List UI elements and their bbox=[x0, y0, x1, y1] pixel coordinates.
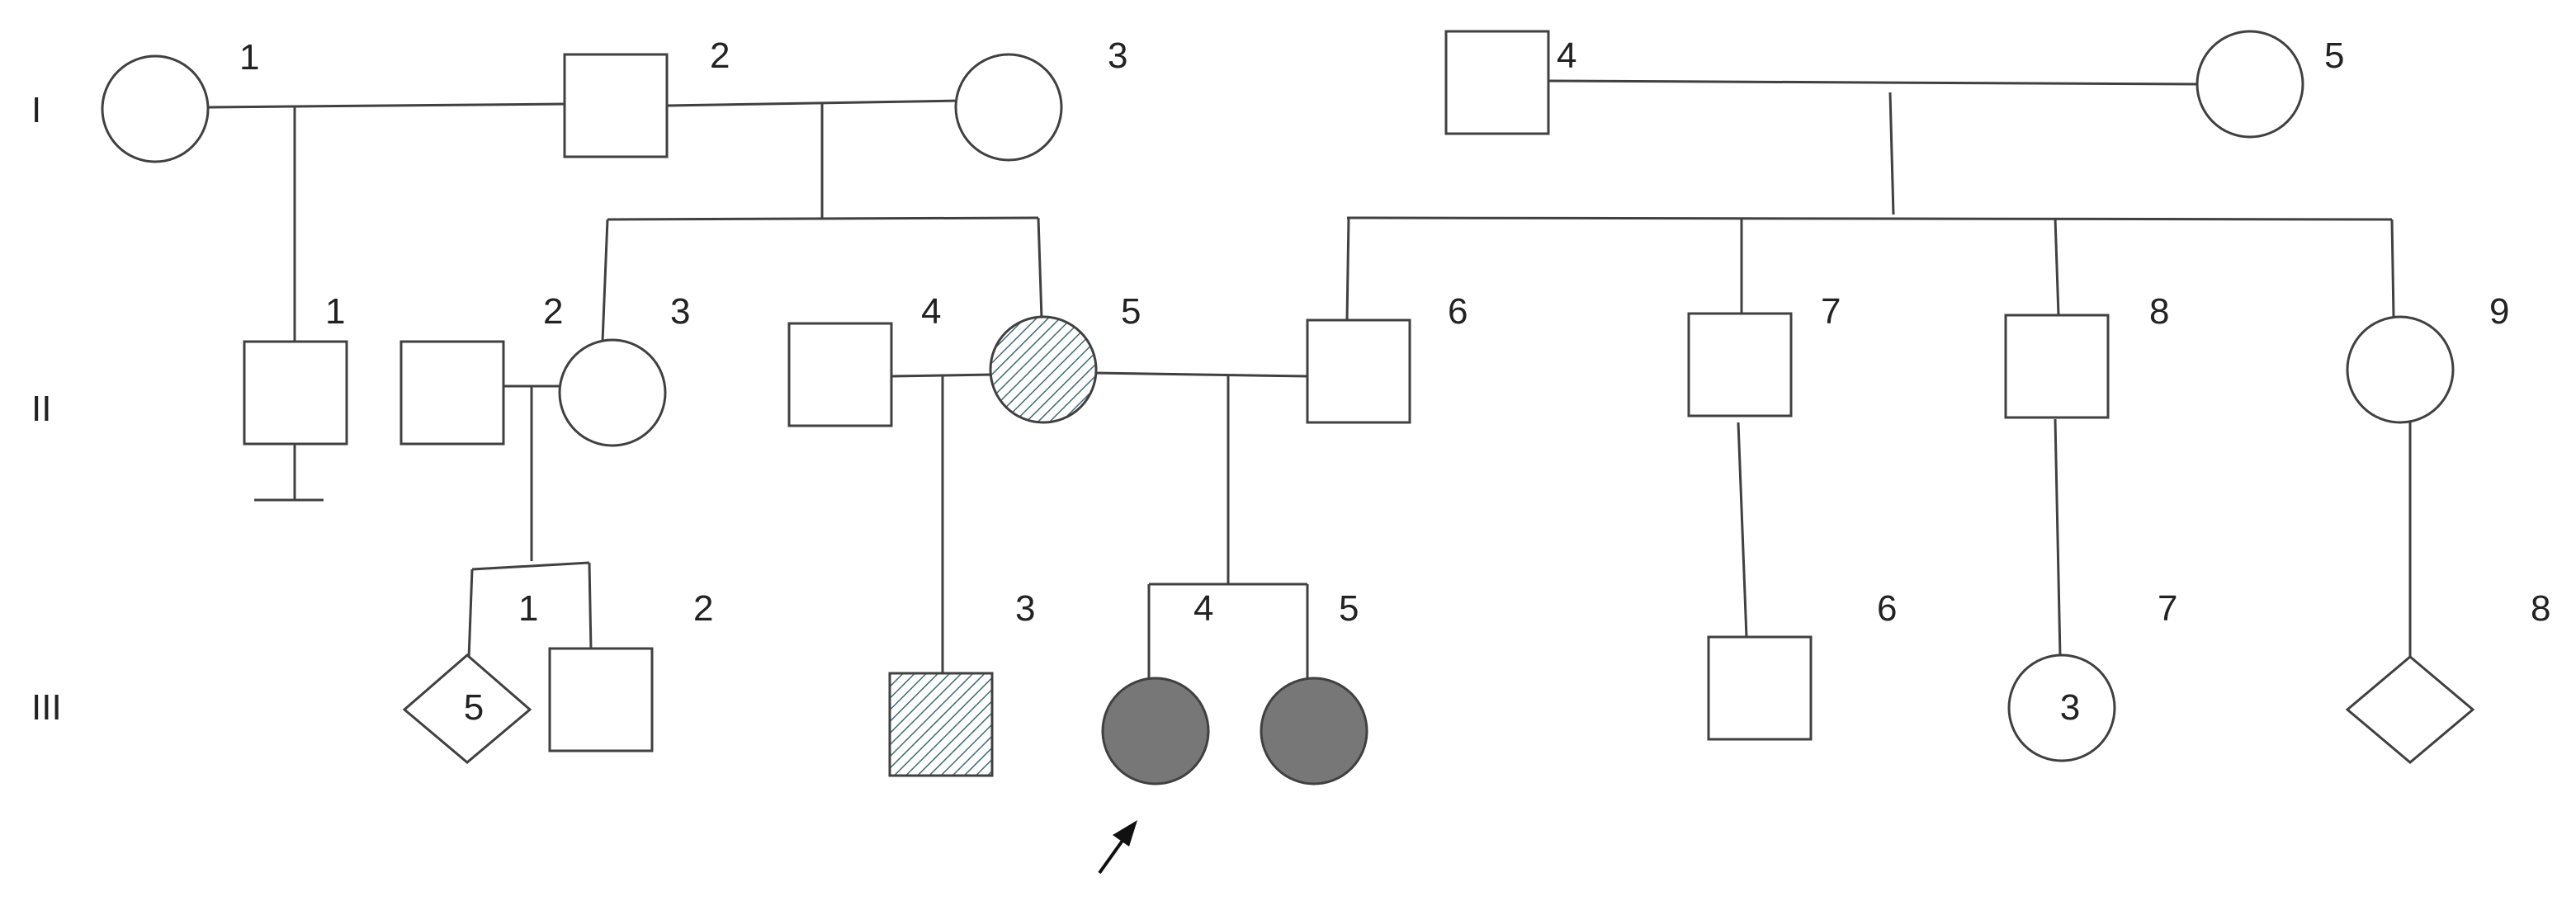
individual-label: 1 bbox=[518, 588, 538, 629]
individual-label: 3 bbox=[670, 291, 690, 332]
marriage-line bbox=[1548, 79, 2200, 86]
sibling-count: 5 bbox=[464, 687, 484, 728]
affected-female-symbol bbox=[1101, 677, 1210, 785]
descent-line bbox=[2390, 219, 2395, 318]
individual-label: 5 bbox=[1339, 588, 1359, 629]
male-symbol bbox=[399, 340, 505, 446]
individual-II-3: 3 bbox=[558, 291, 690, 447]
individual-I-5: 5 bbox=[2196, 30, 2344, 139]
pedigree-lines bbox=[207, 79, 2412, 680]
individual-II-9: 9 bbox=[2346, 291, 2509, 424]
individual-III-1: 5 1 bbox=[402, 588, 538, 764]
individual-II-2: 2 bbox=[399, 291, 563, 446]
descent-line bbox=[1737, 422, 1748, 638]
individual-II-4: 4 bbox=[787, 291, 941, 427]
descent-line bbox=[1888, 92, 1895, 215]
individual-I-2: 2 bbox=[563, 35, 730, 158]
sibship-line bbox=[471, 561, 590, 571]
individual-label: 8 bbox=[2149, 291, 2169, 332]
individual-I-4: 4 bbox=[1444, 30, 1576, 135]
individual-label: 7 bbox=[1821, 291, 1841, 332]
marriage-line bbox=[666, 99, 962, 107]
individual-label: 7 bbox=[2158, 588, 2177, 629]
individual-II-8: 8 bbox=[2004, 291, 2169, 419]
individual-label: 9 bbox=[2489, 291, 2509, 332]
individual-label: 6 bbox=[1877, 588, 1897, 629]
individual-III-6: 6 bbox=[1707, 588, 1897, 741]
male-symbol bbox=[2004, 314, 2110, 419]
proband-arrow-icon bbox=[1098, 820, 1137, 875]
generation-label-II: II bbox=[31, 389, 51, 429]
individual-label: 4 bbox=[1193, 588, 1213, 629]
hatched-female-symbol bbox=[989, 315, 1098, 424]
marriage-line bbox=[891, 373, 993, 378]
male-symbol bbox=[1687, 312, 1793, 417]
individual-III-2: 2 bbox=[548, 588, 713, 752]
affected-female-symbol bbox=[1260, 677, 1368, 785]
marriage-line bbox=[207, 102, 567, 109]
individual-label: 5 bbox=[2324, 35, 2344, 76]
diamond-symbol bbox=[2345, 655, 2475, 764]
individual-III-8: 8 bbox=[2345, 588, 2550, 764]
individual-III-5: 5 bbox=[1260, 588, 1368, 785]
male-symbol bbox=[243, 340, 348, 446]
individual-label: 2 bbox=[543, 291, 563, 332]
female-symbol bbox=[101, 54, 210, 163]
female-symbol bbox=[954, 53, 1063, 162]
individual-label: 6 bbox=[1448, 291, 1468, 332]
sibship-line bbox=[607, 216, 1039, 221]
individual-label: 3 bbox=[1015, 588, 1035, 629]
female-symbol bbox=[2196, 30, 2304, 139]
male-symbol bbox=[787, 322, 893, 427]
individual-II-6: 6 bbox=[1306, 291, 1468, 424]
individual-III-7: 3 7 bbox=[2007, 588, 2177, 762]
female-symbol bbox=[2007, 653, 2116, 762]
descent-line bbox=[588, 562, 593, 651]
individual-label: 3 bbox=[1108, 35, 1127, 76]
male-symbol bbox=[1707, 635, 1813, 741]
individual-II-7: 7 bbox=[1687, 291, 1841, 417]
individual-label: 2 bbox=[693, 588, 713, 629]
individual-label: 8 bbox=[2531, 588, 2550, 629]
individual-label: 5 bbox=[1121, 291, 1141, 332]
individual-III-3: 3 bbox=[888, 588, 1035, 777]
hatched-male-symbol bbox=[888, 672, 994, 777]
individual-label: 4 bbox=[1557, 35, 1576, 76]
marriage-line bbox=[1094, 371, 1308, 378]
generation-label-III: III bbox=[31, 687, 62, 728]
male-symbol bbox=[1306, 318, 1411, 424]
individual-label: 4 bbox=[921, 291, 941, 332]
descent-line bbox=[2054, 418, 2062, 658]
descent-line bbox=[467, 568, 474, 659]
descent-line bbox=[1345, 217, 1350, 321]
individual-label: 1 bbox=[239, 37, 259, 78]
female-symbol bbox=[2346, 315, 2455, 424]
generation-label-I: I bbox=[31, 90, 41, 130]
individual-I-1: 1 bbox=[101, 37, 259, 163]
individual-III-4: 4 bbox=[1101, 588, 1213, 785]
sibling-count: 3 bbox=[2060, 687, 2080, 728]
male-symbol bbox=[563, 53, 669, 158]
individual-II-5: 5 bbox=[989, 291, 1141, 424]
sibship-line bbox=[1346, 216, 2393, 221]
individual-label: 2 bbox=[710, 35, 730, 76]
male-symbol bbox=[1444, 30, 1550, 135]
individual-I-3: 3 bbox=[954, 35, 1127, 162]
male-symbol bbox=[548, 647, 654, 752]
individual-II-1: 1 bbox=[243, 291, 348, 446]
descent-line bbox=[601, 219, 609, 342]
female-symbol bbox=[558, 338, 667, 447]
diamond-symbol bbox=[402, 653, 532, 764]
descent-line bbox=[2054, 217, 2060, 316]
individual-label: 1 bbox=[325, 291, 345, 332]
descent-line bbox=[1037, 217, 1043, 319]
